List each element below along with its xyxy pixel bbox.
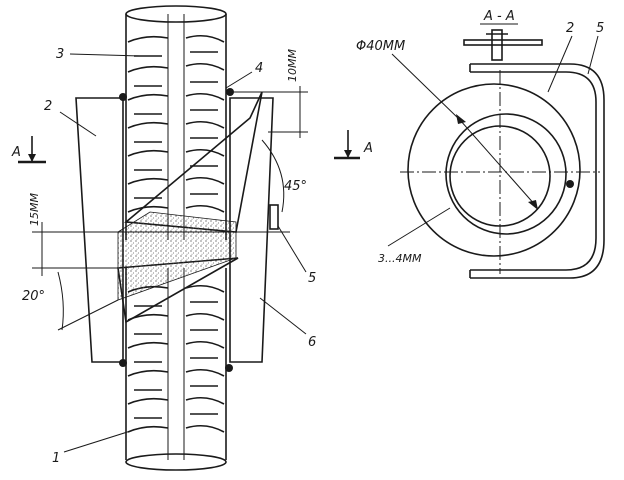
dim-fill-height: 15MM [28, 193, 41, 226]
rebar-upper [124, 5, 228, 240]
weld-fill-zone [117, 211, 237, 301]
rebar-lower [124, 268, 228, 471]
label-item-6: 6 [308, 335, 316, 350]
left-view: 10MM 15MM 45° 20° A A 3 4 2 5 6 [11, 5, 373, 471]
dim-gap: 3...4MM [378, 252, 422, 265]
label-item-2-section: 2 [566, 21, 574, 36]
weld-bead [119, 93, 127, 101]
sleeve-section [407, 83, 581, 257]
label-item-3: 3 [56, 47, 64, 62]
right-view: A - A Φ40MM 3...4MM 2 [356, 9, 605, 279]
label-item-5-section: 5 [596, 21, 604, 36]
dim-outer-diameter: Φ40MM [356, 39, 405, 54]
section-mark-right: A [363, 141, 373, 156]
label-item-2: 2 [44, 99, 52, 114]
weld-bead [119, 359, 127, 367]
section-mark-left: A [11, 145, 21, 160]
backing-plate [269, 204, 279, 230]
clamp-strap [470, 63, 605, 279]
label-item-1: 1 [52, 451, 60, 466]
label-item-4: 4 [255, 61, 263, 76]
section-title: A - A [483, 9, 515, 24]
weld-bead [226, 88, 234, 96]
dim-top-gap: 10MM [286, 49, 299, 82]
label-item-5: 5 [308, 271, 316, 286]
weld-bead [225, 364, 233, 372]
dim-taper-angle: 20° [22, 289, 45, 304]
dim-bevel-angle: 45° [284, 179, 307, 194]
sleeve-left-wall [75, 97, 124, 363]
